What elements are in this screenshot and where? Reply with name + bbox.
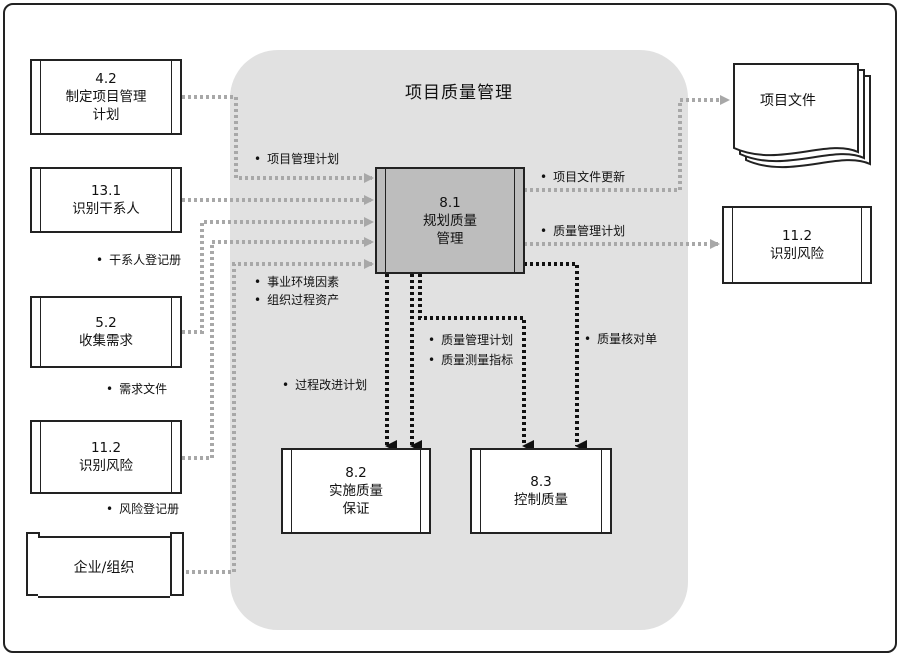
process-plan-quality-management[interactable]: 8.1 规划质量 管理 [375,167,525,274]
label-pm-plan-in: •项目管理计划 [254,152,340,166]
process-identify-risks-output[interactable]: 11.2 识别风险 [722,206,872,284]
label-quality-metrics: •质量测量指标 [428,353,514,367]
process-identify-risks-input[interactable]: 11.2 识别风险 [30,420,182,494]
flow-pm-plan-in [182,95,374,183]
process-number: 11.2 [781,228,813,244]
process-number: 8.1 [439,194,461,211]
process-name-cont: 保证 [342,501,370,517]
process-name: 识别风险 [79,458,133,474]
process-number: 11.2 [90,440,122,456]
enterprise-organization[interactable]: 企业/组织 [24,532,186,598]
label-eef: •事业环境因素 [254,275,340,289]
scroll-right-cap [170,532,184,596]
flow-checklists [524,262,587,452]
process-control-quality[interactable]: 8.3 控制质量 [470,448,612,534]
label-stakeholder-register: •干系人登记册 [96,253,182,267]
process-name: 规划质量 [423,212,477,229]
process-number: 8.2 [345,465,367,481]
flow-qm-plan-control [418,274,534,452]
process-collect-requirements[interactable]: 5.2 收集需求 [30,296,182,368]
label-risk-register: •风险登记册 [106,502,180,516]
process-number: 8.3 [530,474,552,490]
process-identify-stakeholders[interactable]: 13.1 识别干系人 [30,167,182,233]
process-name: 实施质量 [329,483,383,499]
process-name: 制定项目管理 [65,89,147,105]
label-qm-plan-out: •质量管理计划 [540,224,626,238]
process-name: 识别干系人 [72,201,140,217]
process-name-cont: 管理 [436,230,464,247]
flow-doc-updates [524,95,730,192]
flow-requirements [182,217,374,334]
region-title: 项目质量管理 [405,83,513,103]
label-requirements-docs: •需求文件 [106,382,168,396]
label-opa: •组织过程资产 [254,293,340,307]
label-qm-plan-down: •质量管理计划 [428,333,514,347]
flow-org-assets [186,259,374,574]
process-number: 13.1 [90,183,122,199]
process-perform-quality-assurance[interactable]: 8.2 实施质量 保证 [281,448,431,534]
label-doc-updates: •项目文件更新 [540,170,626,184]
process-number: 4.2 [95,71,117,87]
label-process-improvement: •过程改进计划 [282,378,368,392]
process-number: 5.2 [95,315,117,331]
organization-label: 企业/组织 [38,536,170,598]
flow-risk-register [182,237,374,460]
process-name: 识别风险 [770,246,824,262]
process-name: 控制质量 [514,492,568,508]
process-develop-pm-plan[interactable]: 4.2 制定项目管理 计划 [30,59,182,135]
process-name: 收集需求 [79,333,133,349]
project-documents-label: 项目文件 [760,93,816,109]
label-quality-checklists: •质量核对单 [584,332,658,346]
process-name-cont: 计划 [92,107,120,123]
